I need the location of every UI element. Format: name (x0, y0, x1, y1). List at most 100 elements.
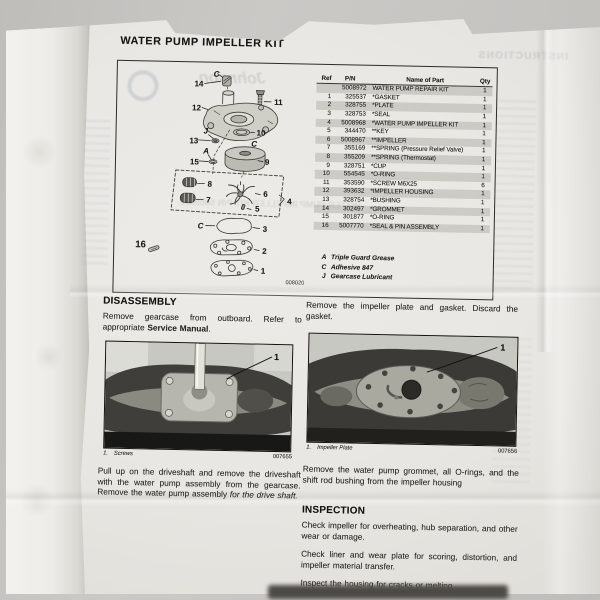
cell-qty: 1 (481, 190, 485, 198)
callout-C-low: C (198, 221, 204, 230)
callout-15: 15 (190, 157, 200, 166)
callout-11: 11 (274, 98, 283, 107)
seal-3-drawing (216, 217, 252, 235)
callout-10: 10 (256, 129, 266, 138)
disassembly-heading: DISASSEMBLY (103, 295, 177, 308)
impeller-housing-12-drawing (203, 90, 279, 141)
legend-key: C (321, 263, 327, 271)
callout-7: 7 (206, 196, 211, 205)
service-manual-ref: Service Manual (147, 322, 209, 334)
cell-qty: 1 (482, 130, 486, 138)
o-ring-10-drawing (233, 128, 250, 137)
cup-9-drawing (224, 146, 266, 172)
folded-flap (6, 18, 90, 594)
cell-qty: 1 (481, 164, 486, 172)
callout-A: A (202, 146, 209, 155)
legend-key: A (321, 253, 327, 261)
show-through-text: INSTRUCTIONS (477, 48, 569, 63)
cell-qty: 1 (481, 147, 486, 155)
remove-grommet-paragraph: Remove the water pump grommet, all O-rin… (302, 463, 519, 488)
seal-pin-16-drawing (148, 245, 160, 253)
cell-qty: 1 (480, 224, 485, 232)
callout-C-mid: C (251, 139, 257, 148)
legend-row: J Gearcase Lubricant (317, 272, 394, 283)
inspect-impeller-paragraph: Check impeller for overheating, hub sepa… (301, 519, 518, 542)
col-header-qty: Qty (479, 78, 491, 86)
callout-4: 4 (287, 197, 292, 206)
legend-key: J (321, 272, 326, 280)
callout-13: 13 (189, 136, 199, 145)
callout-8: 8 (207, 180, 212, 189)
photo1-leader-line (226, 356, 273, 380)
show-through-lines (492, 99, 537, 291)
callout-5: 5 (255, 205, 260, 214)
impeller-kit-group-4-outline (170, 169, 285, 218)
cell-name: *SEAL & PIN ASSEMBLY (369, 222, 440, 231)
cell-qty: 1 (481, 156, 486, 164)
cell-qty: 1 (482, 113, 487, 121)
cell-ref: 15 (321, 212, 329, 221)
col-header-pn: P/N (344, 75, 356, 83)
cell-ref: 5 (327, 127, 331, 135)
callout-9: 9 (265, 158, 270, 167)
parts-figure-box: C 14 11 12 10 C J 13 A 15 9 4 8 6 7 5 C (112, 59, 498, 301)
lubricant-legend: A Triple Guard Grease C Adhesive 847 J G… (317, 253, 395, 283)
cell-ref: 2 (327, 101, 332, 109)
cell-ref: 4 (327, 118, 331, 126)
callout-C-top: C (214, 70, 220, 79)
callout-2: 2 (262, 247, 267, 256)
photo-impeller-plate-figure: 1 1.Impeller Plate 007656 (306, 332, 519, 455)
callout-J: J (203, 126, 208, 135)
paper-stain (20, 482, 54, 518)
photo1-callout: 1 (274, 352, 279, 362)
diagram-figure-number: 008020 (285, 280, 305, 287)
photo-impeller-plate: 1 (306, 332, 519, 447)
cell-qty: 1 (482, 121, 487, 129)
cell-ref: 10 (322, 170, 330, 178)
spring-7-drawing (179, 192, 196, 204)
photo2-leader-line (426, 347, 498, 373)
cell-ref: 3 (327, 109, 332, 118)
parts-table-body: 5008972 WATER PUMP REPAIR KIT 1 1 325537… (313, 83, 493, 234)
parts-table: Ref P/N Name of Part Qty 5008972 WATER P… (313, 73, 493, 234)
cell-ref: 13 (322, 195, 330, 203)
cell-ref: 12 (322, 187, 330, 195)
cell-ref: 7 (326, 144, 331, 152)
photo1-figure-number: 007655 (272, 453, 293, 460)
page-title: WATER PUMP IMPELLER KIT (120, 34, 285, 51)
callout-6: 6 (263, 190, 268, 199)
cell-ref: 9 (326, 161, 331, 169)
photo2-figure-number: 007656 (497, 447, 518, 455)
callout-3: 3 (263, 225, 268, 234)
o-ring-15-drawing (208, 159, 218, 165)
cell-ref: 14 (321, 204, 330, 212)
gasket-1-drawing (210, 259, 254, 277)
impeller-6-drawing (225, 181, 255, 205)
photo1-caption-label: Screws (113, 450, 134, 457)
grommet-14-drawing (222, 75, 232, 87)
paper-edge-shadow (268, 585, 508, 599)
show-through-lines (81, 119, 111, 270)
cell-qty: 1 (481, 173, 486, 181)
drive-shaft-phrase: for the drive shaft. (229, 489, 298, 501)
cell-qty: 1 (482, 104, 487, 112)
cell-qty: 1 (480, 207, 485, 215)
cell-ref (316, 84, 333, 93)
spring-8-drawing (182, 177, 197, 188)
photo2-caption-label: Impeller Plate (317, 444, 353, 452)
driveshaft (193, 342, 206, 390)
photo-screws: 1 (103, 340, 294, 453)
paper-stain (24, 132, 54, 172)
bushing-13-drawing (211, 138, 220, 144)
callout-leader-lines (195, 73, 272, 272)
photo2-callout: 1 (500, 342, 505, 352)
pull-up-paragraph: Pull up on the driveshaft and remove the… (97, 465, 301, 501)
plate-2-drawing (209, 239, 253, 256)
instruction-sheet: INSTRUCTIONS Johnson WATER PUMP IMPELLER… (6, 18, 600, 594)
cell-qty: 1 (480, 198, 485, 207)
inspect-liner-paragraph: Check liner and wear plate for scoring, … (300, 548, 518, 572)
cell-ref: 8 (326, 152, 331, 160)
callout-12: 12 (192, 103, 202, 112)
col-header-ref: Ref (321, 74, 332, 83)
